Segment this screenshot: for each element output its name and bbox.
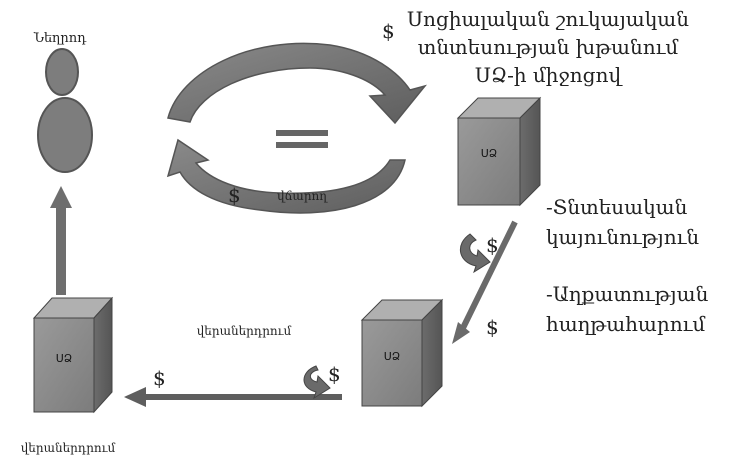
box-top-right: ՍՁ xyxy=(456,96,542,207)
dollar-circle-bottom: $ xyxy=(228,183,241,207)
right-text-2: կայունություն xyxy=(546,225,699,249)
title-line-1: Սոցիալական շուկայական xyxy=(407,7,689,31)
reinvest-label-middle: վերաներդրում xyxy=(197,324,292,338)
equals-top-bar xyxy=(276,130,328,136)
box-label-bottom-right: ՍՁ xyxy=(384,350,400,363)
bottom-circular-arrow xyxy=(166,138,406,214)
curl-arrow-right-icon xyxy=(460,233,491,274)
up-arrow xyxy=(50,186,72,295)
dollar-top: $ xyxy=(382,19,395,43)
person-head-icon xyxy=(45,48,79,96)
box-label-top-right: ՍՁ xyxy=(481,147,497,160)
title-line-3: ՍՁ-ի միջոցով xyxy=(475,63,624,87)
right-text-3: -Աղքատության xyxy=(546,282,709,306)
person-body-icon xyxy=(37,97,93,173)
dollar-bottom-left: $ xyxy=(153,366,166,390)
equals-bottom-bar xyxy=(276,142,328,148)
title-line-2: տնտեսության խթանում xyxy=(418,35,679,59)
dollar-right-upper: $ xyxy=(486,233,499,257)
dollar-bottom-right: $ xyxy=(328,362,341,386)
payment-label: վճարող xyxy=(277,189,328,203)
right-text-4: հաղթահարում xyxy=(546,312,705,336)
box-bottom-left: ՍՁ xyxy=(32,296,114,414)
diagonal-arrow xyxy=(452,220,518,344)
person-label: Նեղրոդ xyxy=(33,31,88,46)
reinvest-label-bottom-left: վերաներդրում xyxy=(21,441,116,455)
curl-arrow-bottom-icon xyxy=(303,365,331,400)
right-text-1: -Տնտեսական xyxy=(546,195,688,219)
box-bottom-right: ՍՁ xyxy=(360,298,444,408)
top-circular-arrow xyxy=(167,42,428,125)
horizontal-arrow xyxy=(124,387,342,407)
dollar-right-lower: $ xyxy=(486,315,499,339)
box-label-bottom-left: ՍՁ xyxy=(56,352,72,365)
